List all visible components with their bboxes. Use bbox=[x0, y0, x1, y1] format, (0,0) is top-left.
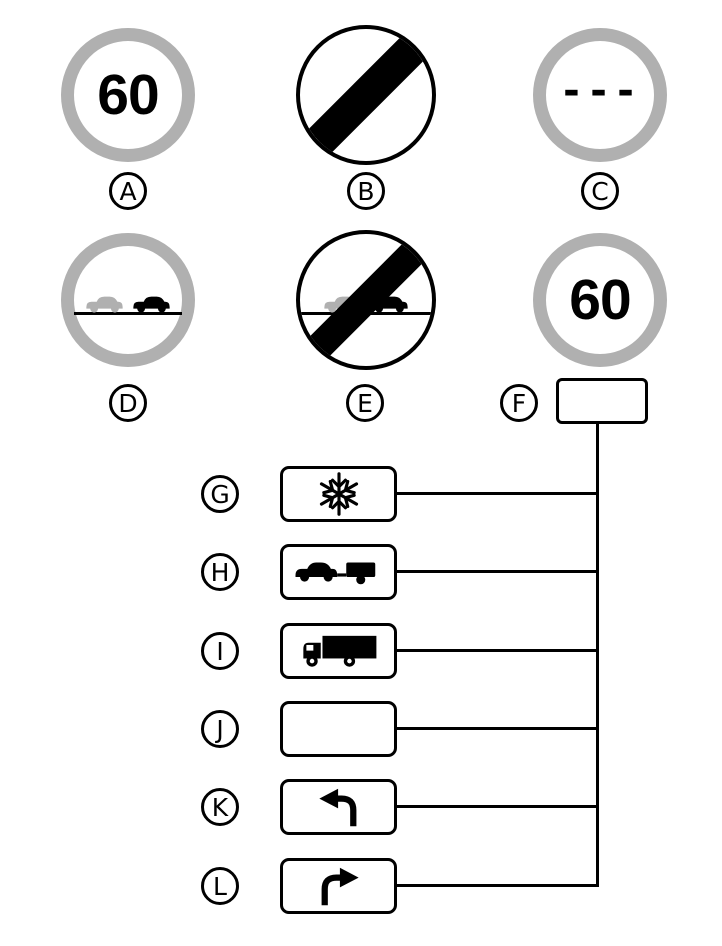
sign-f-value: 60 bbox=[569, 267, 631, 332]
label-h: H bbox=[210, 557, 230, 587]
road-line bbox=[74, 312, 182, 315]
label-e: E bbox=[357, 388, 373, 418]
connector-line-h bbox=[395, 570, 599, 573]
label-a-badge: A bbox=[109, 172, 147, 210]
empty-plate-under-sign-f bbox=[556, 378, 648, 424]
plate-j-blank bbox=[280, 701, 397, 757]
snowflake-icon bbox=[319, 472, 358, 516]
label-c: C bbox=[591, 176, 609, 206]
car-with-trailer-icon bbox=[295, 562, 375, 584]
plate-i-truck bbox=[280, 623, 397, 679]
plate-h-car-with-trailer bbox=[280, 544, 397, 600]
label-a: A bbox=[119, 176, 137, 206]
label-i: I bbox=[216, 636, 224, 666]
sign-c-dashes: --- bbox=[559, 68, 641, 114]
plate-g-snowflake bbox=[280, 466, 397, 522]
gray-car-icon bbox=[86, 296, 123, 313]
plate-l-right-turn bbox=[280, 858, 397, 914]
sign-d-no-overtaking bbox=[61, 233, 195, 367]
label-j: J bbox=[216, 714, 224, 744]
connector-vertical-line bbox=[596, 422, 599, 887]
sign-a-value: 60 bbox=[97, 62, 159, 127]
label-g: G bbox=[210, 479, 230, 509]
label-i-badge: I bbox=[201, 632, 239, 670]
label-f-badge: F bbox=[500, 384, 538, 422]
connector-line-l bbox=[395, 884, 599, 887]
diagonal-stripe-icon bbox=[300, 29, 432, 161]
label-k-badge: K bbox=[201, 788, 239, 826]
label-d-badge: D bbox=[109, 384, 147, 422]
sign-f-speed-limit-60: 60 bbox=[533, 233, 667, 367]
label-l-badge: L bbox=[201, 867, 239, 905]
connector-line-k bbox=[395, 805, 599, 808]
label-d: D bbox=[118, 388, 138, 418]
sign-c-blank-dashes: --- bbox=[533, 28, 667, 162]
sign-b-end-of-restrictions bbox=[296, 25, 436, 165]
label-k: K bbox=[211, 792, 229, 822]
truck-icon bbox=[302, 635, 376, 667]
label-b: B bbox=[357, 176, 375, 206]
label-f: F bbox=[511, 388, 527, 418]
label-j-badge: J bbox=[201, 710, 239, 748]
sign-a-speed-limit-60: 60 bbox=[61, 28, 195, 162]
label-e-badge: E bbox=[346, 384, 384, 422]
plate-k-left-turn bbox=[280, 779, 397, 835]
sign-e-end-of-no-overtaking bbox=[296, 230, 436, 370]
connector-line-j bbox=[395, 727, 599, 730]
label-b-badge: B bbox=[347, 172, 385, 210]
label-h-badge: H bbox=[201, 553, 239, 591]
connector-line-g bbox=[395, 492, 599, 495]
label-l: L bbox=[213, 871, 227, 901]
label-c-badge: C bbox=[581, 172, 619, 210]
cars-group bbox=[84, 294, 173, 313]
connector-line-i bbox=[395, 649, 599, 652]
black-car-icon bbox=[371, 296, 408, 313]
left-turn-arrow-icon bbox=[318, 788, 356, 826]
label-g-badge: G bbox=[201, 475, 239, 513]
diagonal-stripe-icon bbox=[300, 234, 432, 366]
black-car-icon bbox=[133, 296, 170, 313]
right-turn-arrow-icon bbox=[321, 867, 359, 905]
